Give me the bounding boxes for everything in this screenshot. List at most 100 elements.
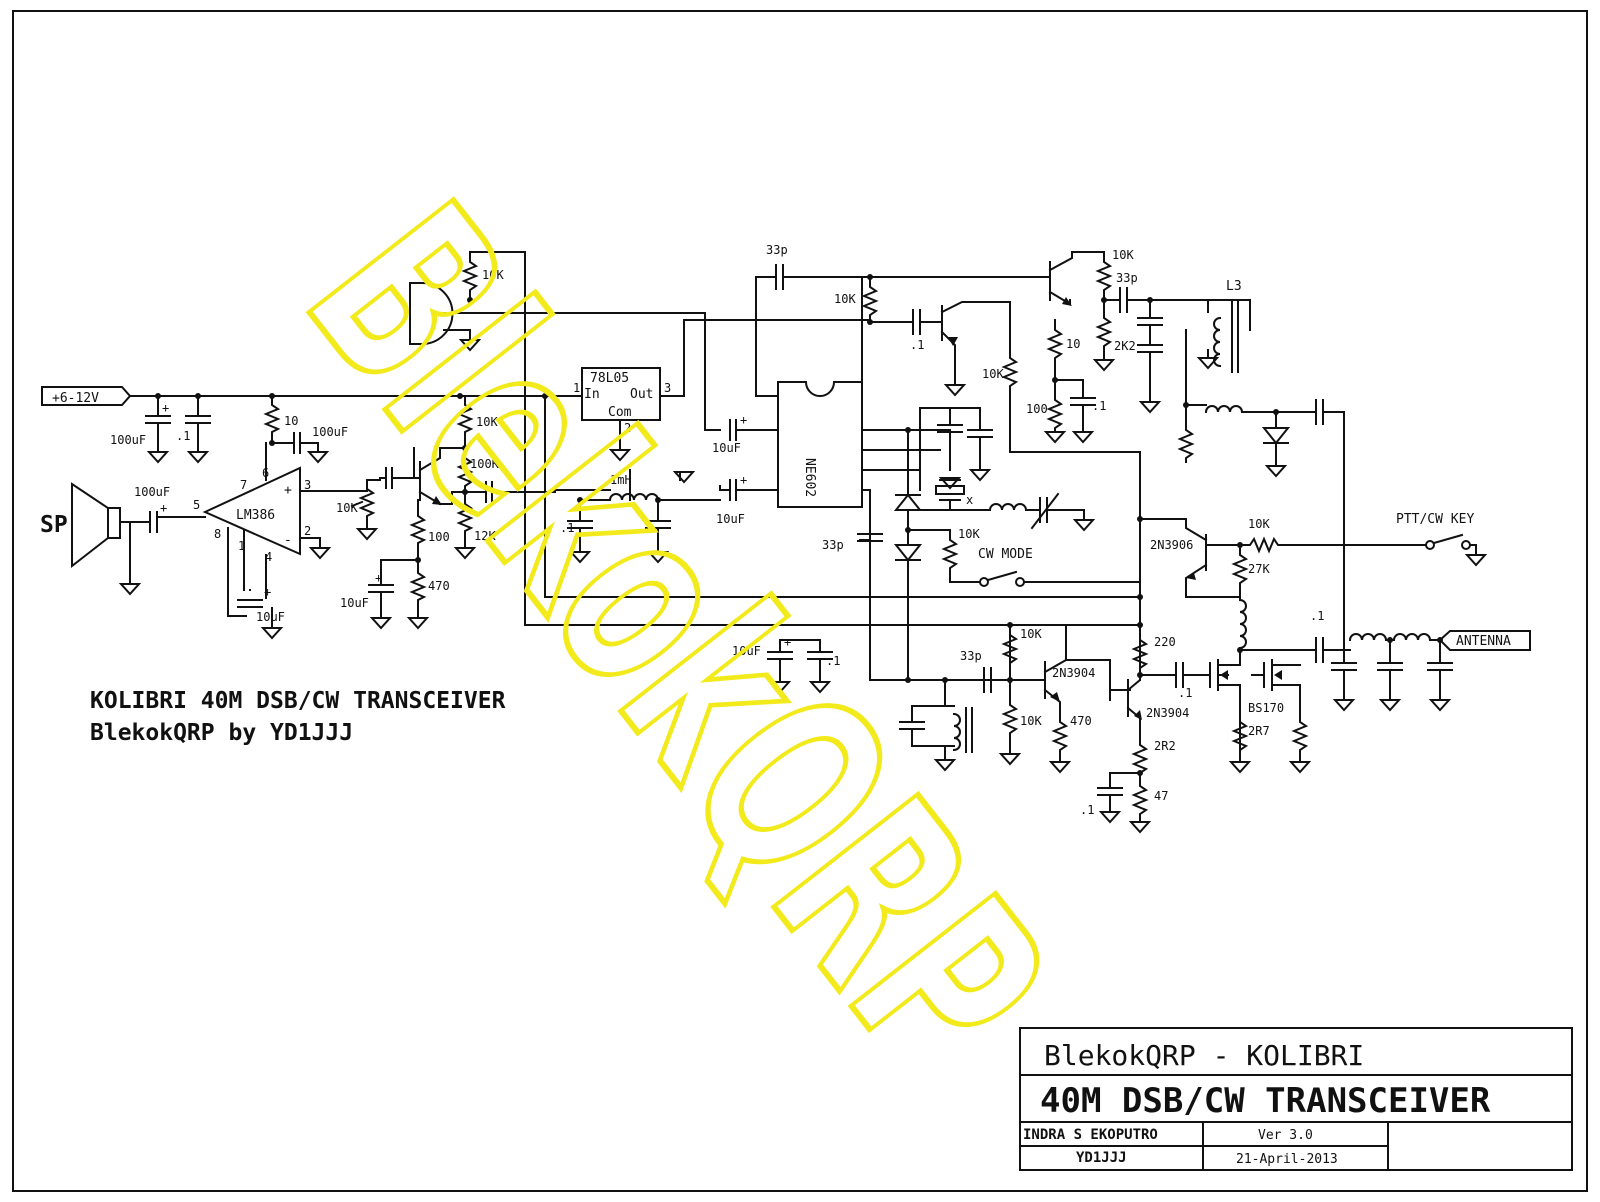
svg-text:x: x bbox=[966, 493, 973, 507]
vfo-resistor-10k: 10K bbox=[1095, 248, 1134, 301]
svg-text:3: 3 bbox=[664, 381, 671, 395]
output-low-pass-filter bbox=[1331, 633, 1453, 712]
svg-text:2: 2 bbox=[304, 524, 311, 538]
svg-text:10K: 10K bbox=[982, 367, 1004, 381]
svg-text:NE602: NE602 bbox=[802, 458, 817, 497]
lm386-supply-capacitor: 100uF bbox=[289, 425, 348, 464]
svg-text:33p: 33p bbox=[822, 538, 844, 552]
ptt-resistor-10k: 10K bbox=[1239, 517, 1427, 554]
varactor-trimmer bbox=[1025, 492, 1096, 532]
svg-text:PTT/CW KEY: PTT/CW KEY bbox=[1396, 512, 1474, 527]
vfo-diode bbox=[1261, 411, 1291, 478]
svg-text:.1: .1 bbox=[826, 654, 840, 668]
mic-bias-resistor: 10K bbox=[461, 251, 504, 301]
preamp-resistor-10k: 10K bbox=[456, 395, 498, 449]
preamp-resistor-100k: 100K bbox=[456, 447, 500, 493]
volume-potentiometer: 10K bbox=[336, 479, 379, 541]
power-port-label: +6-12V bbox=[52, 391, 99, 406]
cw-resistor-10k: 10K bbox=[907, 527, 981, 583]
svg-text:2N3906: 2N3906 bbox=[1150, 538, 1193, 552]
audio-coupling-capacitor bbox=[379, 467, 401, 489]
svg-text:10uF: 10uF bbox=[732, 644, 761, 658]
svg-text:1: 1 bbox=[573, 381, 580, 395]
supply-capacitor-0.1: .1 bbox=[176, 395, 211, 464]
pa-transistor-bs170: BS170 bbox=[1209, 649, 1301, 761]
title-block-project: BlekokQRP - KOLIBRI bbox=[1044, 1039, 1364, 1072]
svg-text:33p: 33p bbox=[1116, 271, 1138, 285]
svg-text:SP: SP bbox=[40, 512, 68, 538]
cw-mode-switch: CW MODE bbox=[978, 547, 1141, 587]
pa-source-resistors: 2R7 bbox=[1228, 717, 1312, 774]
filter-capacitor-a: .1 bbox=[560, 499, 593, 564]
capacitor-33p-top: 33p bbox=[755, 243, 1051, 290]
svg-text:CW MODE: CW MODE bbox=[978, 547, 1033, 562]
svg-text:.1: .1 bbox=[176, 429, 190, 443]
switch-resistor-10k: 10K bbox=[982, 301, 1141, 453]
driver-emitter-resistor: 470 bbox=[1048, 711, 1092, 774]
filter-capacitor-b: .1 bbox=[638, 499, 671, 564]
svg-text:2K2: 2K2 bbox=[1114, 339, 1136, 353]
regulator-78l05: 78L05 In Out Com 1 3 2 bbox=[573, 367, 671, 435]
svg-text:1: 1 bbox=[238, 539, 245, 553]
svg-text:+: + bbox=[160, 501, 167, 515]
microphone bbox=[409, 282, 706, 352]
driver-coupling-capacitor: .1 bbox=[1139, 662, 1211, 700]
vfo-resistors: 10 100 bbox=[1026, 319, 1080, 444]
svg-text:+: + bbox=[162, 401, 169, 415]
svg-text:2: 2 bbox=[624, 421, 631, 435]
svg-text:10: 10 bbox=[1066, 337, 1080, 351]
svg-text:+: + bbox=[284, 483, 292, 498]
speaker: SP bbox=[40, 482, 121, 569]
supply-capacitor-100uF: 100uF + bbox=[110, 395, 171, 464]
svg-text:470: 470 bbox=[428, 579, 450, 593]
output-coupling-capacitor: .1 bbox=[1299, 609, 1351, 663]
svg-text:2N3904: 2N3904 bbox=[1052, 666, 1095, 680]
resistor-27k: 27K bbox=[1231, 544, 1270, 601]
ne602-output-capacitor: 10uF + bbox=[716, 473, 779, 526]
vfo-inductor bbox=[988, 503, 1028, 512]
choke-1mh: 1mH bbox=[608, 473, 660, 502]
ptt-key-switch: PTT/CW KEY bbox=[1396, 512, 1488, 567]
schematic-title-line-1: KOLIBRI 40M DSB/CW TRANSCEIVER bbox=[90, 688, 506, 714]
driver-emitter-network: 2R2 47 .1 bbox=[1080, 734, 1176, 834]
capacitor-33p-mid: 33p bbox=[822, 533, 883, 561]
svg-text:10K: 10K bbox=[1020, 714, 1042, 728]
svg-text:12K: 12K bbox=[474, 529, 496, 543]
title-block-callsign: YD1JJJ bbox=[1076, 1150, 1127, 1166]
svg-text:3: 3 bbox=[304, 478, 311, 492]
switch-transistor bbox=[940, 301, 1011, 397]
svg-text:220: 220 bbox=[1154, 635, 1176, 649]
svg-text:+: + bbox=[740, 413, 747, 427]
svg-text:10uF: 10uF bbox=[716, 512, 745, 526]
driver-transistor-1: 2N3904 bbox=[1043, 624, 1095, 713]
svg-text:100: 100 bbox=[1026, 402, 1048, 416]
svg-text:100uF: 100uF bbox=[312, 425, 348, 439]
svg-text:1mH: 1mH bbox=[610, 473, 632, 487]
lm386-bypass-capacitor: 10uF + bbox=[237, 554, 285, 640]
vfo-capacitor-33p: 33p bbox=[1103, 271, 1251, 313]
svg-text:L3: L3 bbox=[1226, 279, 1242, 294]
resistor-10k-top: 10K bbox=[834, 276, 879, 323]
speaker-coupling-capacitor: 100uF + bbox=[134, 485, 206, 533]
preamp-emitter-resistors: 100 470 bbox=[406, 499, 450, 630]
svg-text:+: + bbox=[375, 571, 382, 585]
lm386-amplifier: LM386 + - 7 6 3 5 8 1 4 2 bbox=[193, 466, 311, 564]
svg-text:BS170: BS170 bbox=[1248, 701, 1284, 715]
title-block-name: 40M DSB/CW TRANSCEIVER bbox=[1040, 1081, 1491, 1121]
power-input-port: +6-12V bbox=[41, 386, 132, 406]
crystal-x: x bbox=[919, 479, 991, 511]
svg-text:.1: .1 bbox=[560, 521, 574, 535]
vfo-tank-capacitors bbox=[1137, 299, 1163, 414]
svg-text:10K: 10K bbox=[1248, 517, 1270, 531]
diode-pair bbox=[893, 429, 923, 681]
title-block-date: 21-April-2013 bbox=[1236, 1152, 1338, 1167]
driver-bias-resistors: 10K 10K bbox=[998, 624, 1042, 766]
svg-text:27K: 27K bbox=[1248, 562, 1270, 576]
driver-transistor-2: 2N3904 bbox=[1126, 674, 1189, 736]
svg-text:2N3904: 2N3904 bbox=[1146, 706, 1189, 720]
svg-text:7: 7 bbox=[240, 478, 247, 492]
svg-text:.1: .1 bbox=[1310, 609, 1324, 623]
pnp-transistor: 2N3906 bbox=[1139, 518, 1241, 598]
